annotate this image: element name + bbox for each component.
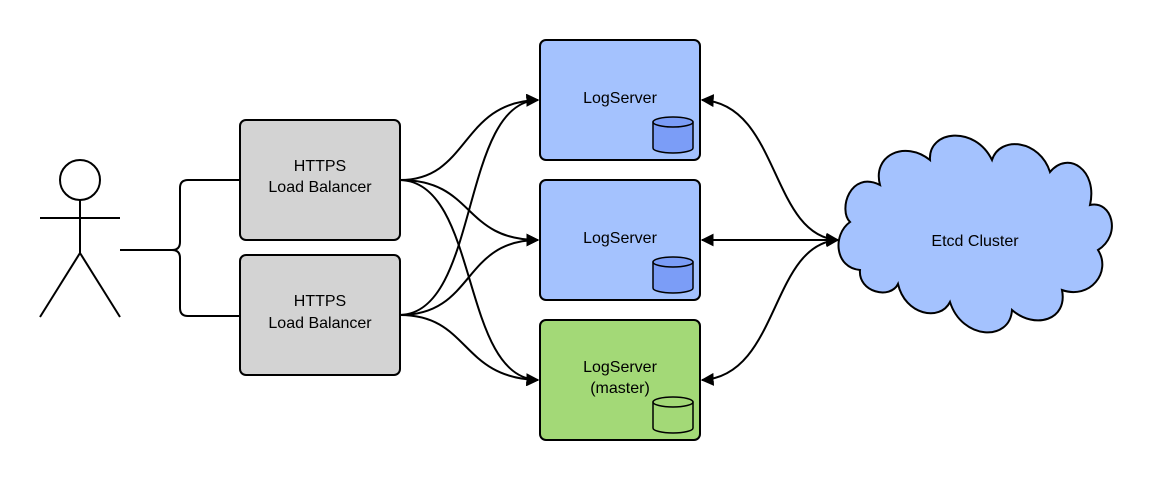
database-icon: [652, 116, 694, 154]
load-balancer-2-line2: Load Balancer: [268, 315, 372, 332]
log-server-master-role: (master): [590, 380, 650, 397]
user-stick-figure-icon: [39, 159, 121, 318]
log-server-1-label: LogServer: [583, 90, 657, 107]
load-balancer-2-line1: HTTPS: [294, 293, 346, 310]
logserver-to-etcd-connections: [700, 94, 840, 386]
etcd-cluster-cloud-icon: Etcd Cluster: [837, 134, 1113, 334]
log-server-1: LogServer: [539, 39, 701, 161]
user-to-balancer-connector: [120, 179, 240, 317]
log-server-master: LogServer (master): [539, 319, 701, 441]
log-server-2: LogServer: [539, 179, 701, 301]
database-icon: [652, 396, 694, 434]
load-balancer-1-line2: Load Balancer: [268, 179, 372, 196]
log-server-master-label: LogServer: [583, 359, 657, 376]
database-icon: [652, 256, 694, 294]
etcd-cluster-label: Etcd Cluster: [931, 233, 1019, 250]
load-balancer-2: HTTPS Load Balancer: [239, 254, 401, 376]
balancer-to-logserver-connections: [399, 93, 540, 387]
load-balancer-1-line1: HTTPS: [294, 158, 346, 175]
log-server-2-label: LogServer: [583, 230, 657, 247]
load-balancer-1: HTTPS Load Balancer: [239, 119, 401, 241]
